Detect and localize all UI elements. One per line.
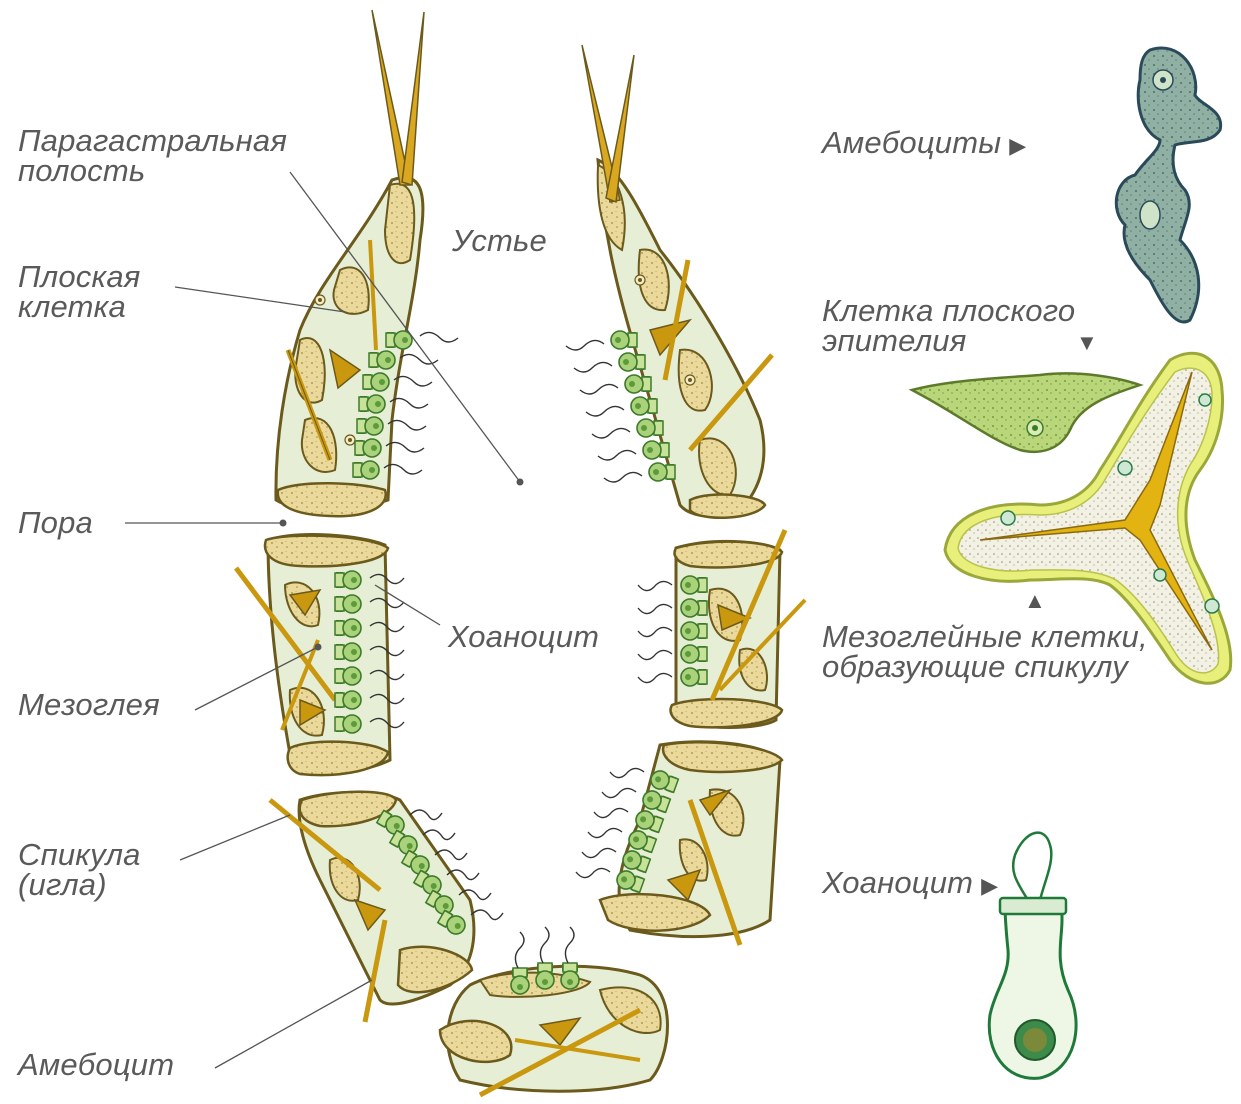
inset-label-choanocyte-text: Хоаноцит: [822, 865, 973, 900]
arrow-right-icon: ▶: [1009, 133, 1026, 158]
label-choanocyte: Хоаноцит: [448, 622, 599, 652]
label-pore: Пора: [18, 508, 93, 538]
wall-segment-middle-left: [236, 535, 390, 775]
wall-segment-bottom: [440, 966, 668, 1095]
label-flat-cell: Плоская клетка: [18, 262, 168, 322]
label-osculum: Устье: [452, 226, 547, 256]
label-paragastral-cavity: Парагастральная полость: [18, 126, 318, 186]
arrow-right-icon: ▶: [981, 873, 998, 898]
choanocyte-row-bottom: [511, 927, 579, 994]
choanocyte-illustration: [989, 833, 1076, 1079]
inset-label-amebocytes: Амебоциты ▶: [822, 128, 1026, 161]
flat-epithelium-cell-illustration: [912, 373, 1140, 451]
label-amebocyte: Амебоцит: [18, 1050, 174, 1080]
osculum-spicule-left: [372, 10, 424, 185]
arrow-down-icon: ▼: [1076, 332, 1098, 354]
arrow-up-icon: ▲: [1024, 590, 1046, 612]
label-spicule: Спикула (игла): [18, 840, 168, 900]
amebocytes-illustration: [1116, 48, 1220, 322]
inset-label-choanocyte: Хоаноцит ▶: [822, 868, 998, 901]
inset-label-amebocytes-text: Амебоциты: [822, 125, 1001, 160]
inset-label-mesoglea-cells: Мезоглейные клетки, образующие спикулу: [822, 622, 1202, 682]
label-mesoglea: Мезоглея: [18, 690, 160, 720]
choanocyte-row-upper-left: [353, 331, 458, 479]
osculum-spicule-right: [582, 45, 634, 202]
